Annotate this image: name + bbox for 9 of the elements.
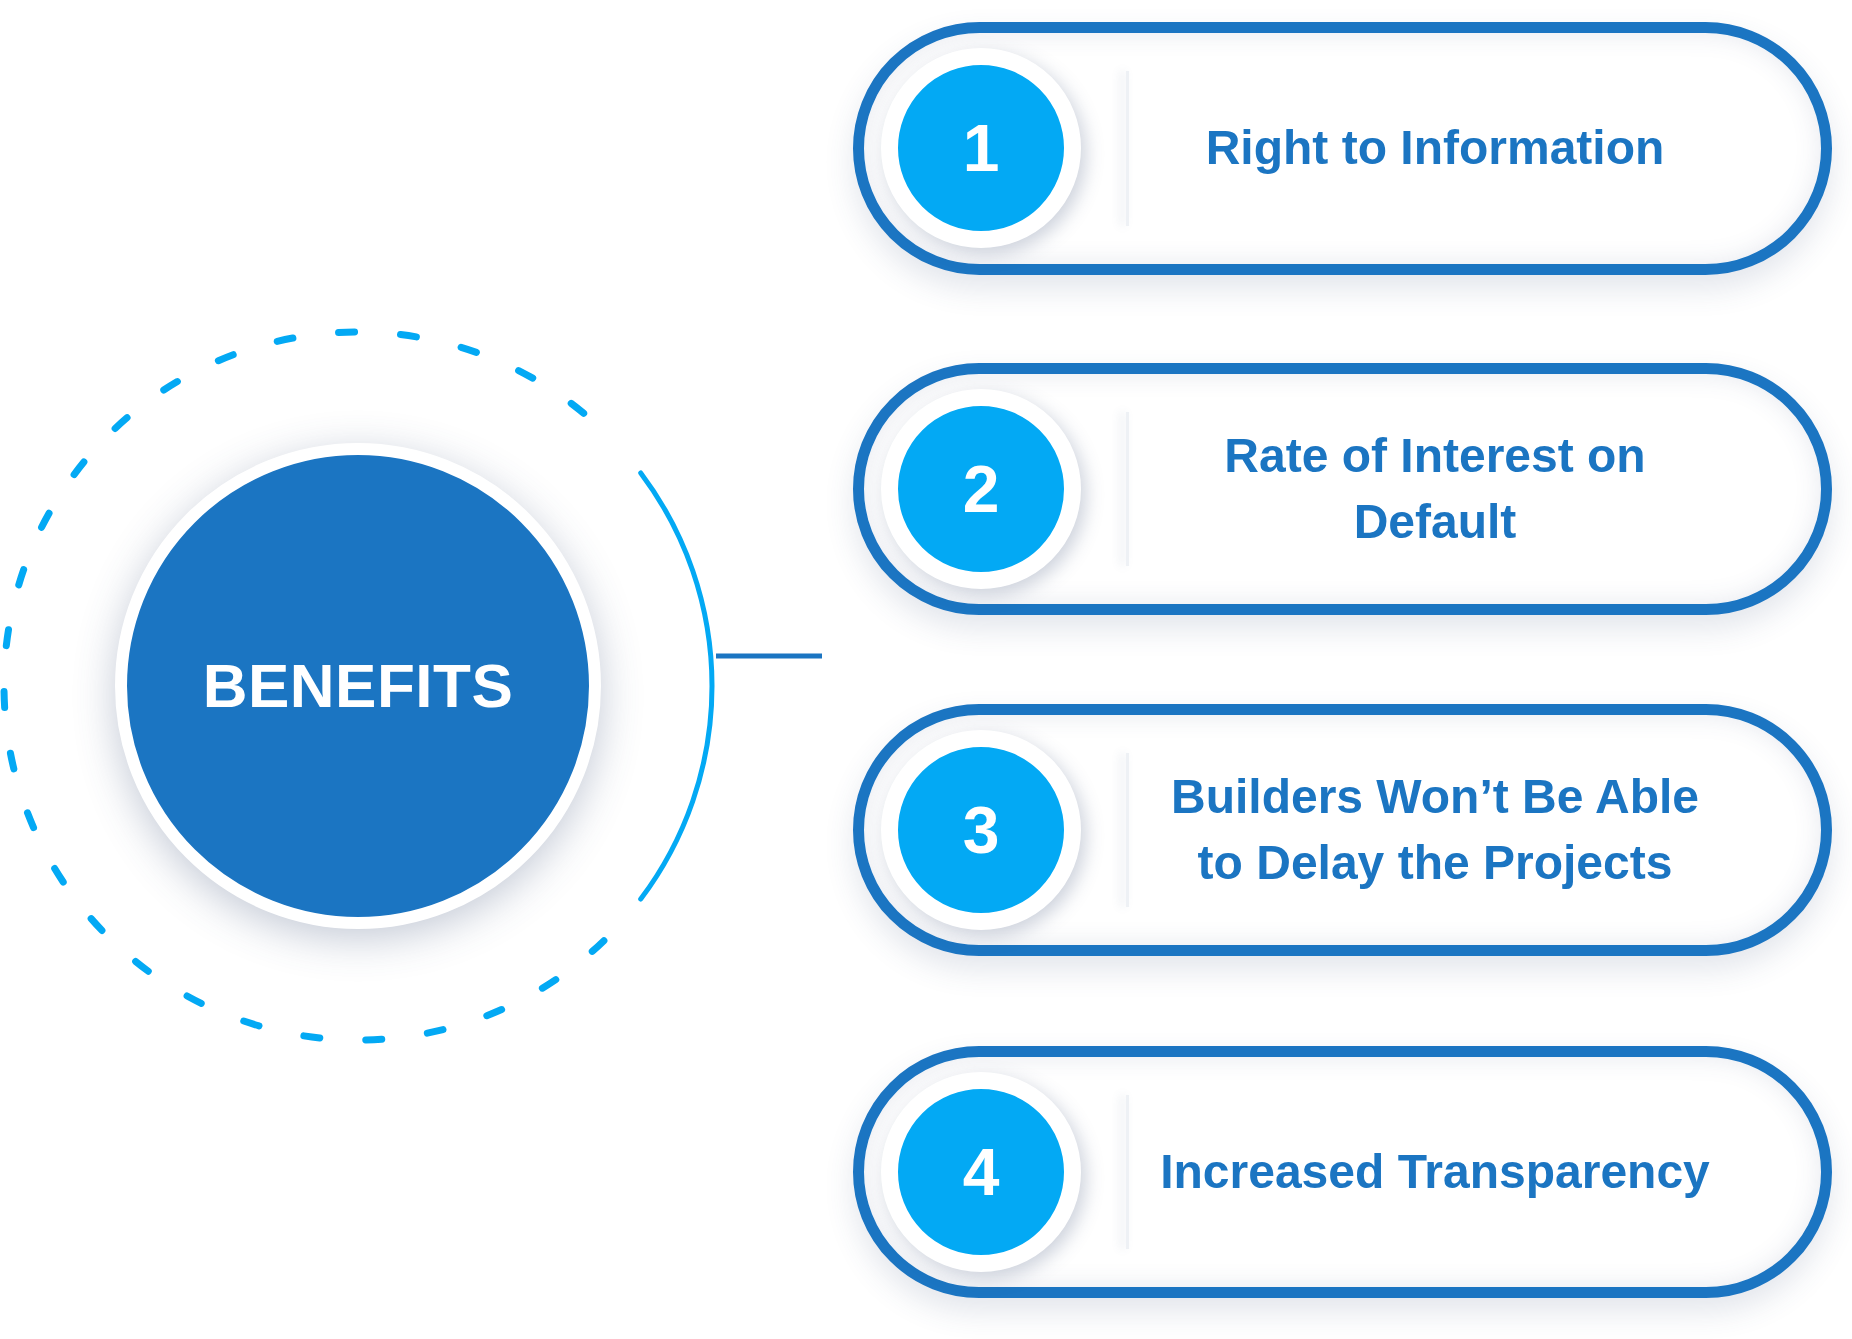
step-number: 4 [962,1135,1000,1209]
step-number: 2 [962,452,1000,526]
benefit-text: Right to Information [1205,120,1665,177]
circle-label: BENEFITS [202,651,514,721]
step-number: 3 [962,793,1000,867]
step-number: 1 [962,111,1000,185]
benefit-text: Increased Transparency [1160,1143,1710,1200]
benefit-text: Builders Won’t Be Able to Delay the Projects [1169,768,1700,891]
benefit-text: Rate of Interest on Default [1223,427,1647,550]
